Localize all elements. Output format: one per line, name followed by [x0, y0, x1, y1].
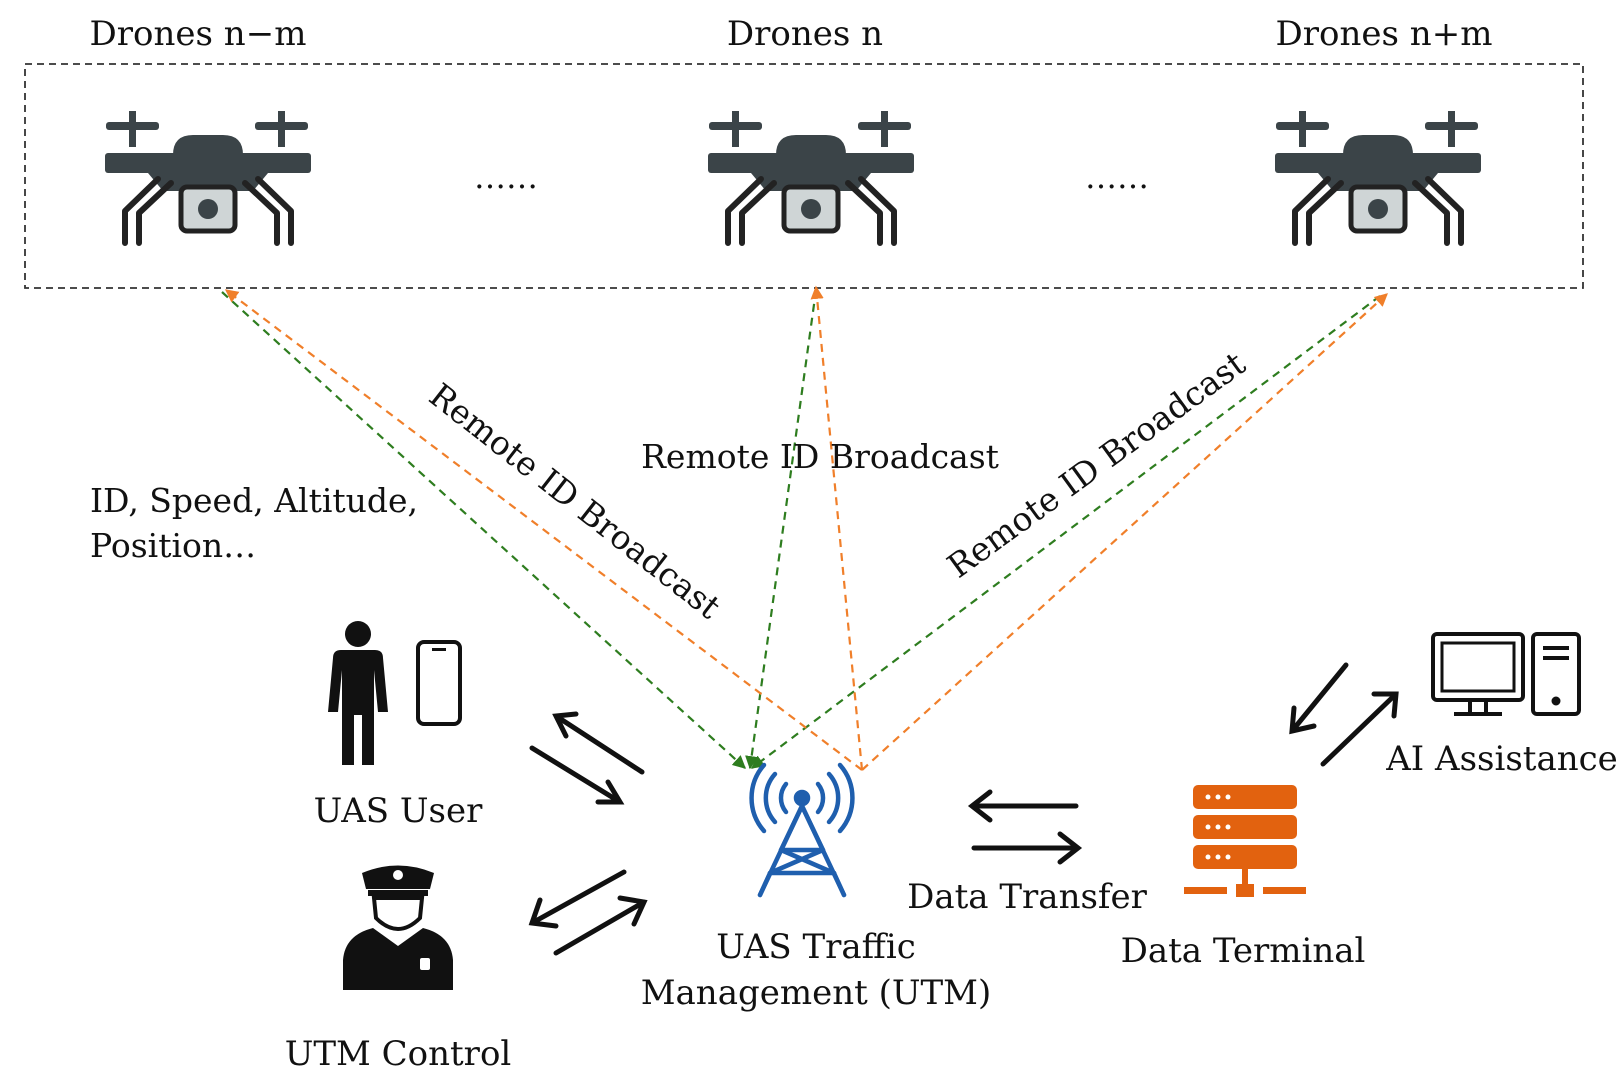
drone-swarm-box	[24, 63, 1584, 289]
broadcast-links	[221, 285, 1388, 771]
broadcast-label-left: Remote ID Broadcast	[422, 375, 728, 626]
ai-assistance-label: AI Assistance	[1385, 739, 1618, 779]
data-transfer-label: Data Transfer	[907, 877, 1148, 917]
green-link-center	[745, 289, 818, 770]
exchange-arrows-control	[528, 869, 648, 956]
payload-line-2: Position…	[90, 526, 256, 565]
utm-label-line-1: UAS Traffic	[716, 927, 916, 967]
drones-left-label: Drones n−m	[90, 14, 307, 54]
data-transfer-arrows	[967, 789, 1083, 865]
police-officer-icon	[343, 865, 453, 990]
antenna-tower-icon	[749, 762, 855, 898]
drone-icon	[105, 111, 311, 243]
green-link-left	[221, 291, 746, 769]
exchange-arrows-user	[529, 711, 645, 805]
server-icon	[1184, 785, 1306, 897]
smartphone-icon	[416, 640, 462, 726]
utm-control-label: UTM Control	[285, 1034, 512, 1074]
drones-right-label: Drones n+m	[1276, 14, 1493, 54]
utm-label-line-2: Management (UTM)	[641, 973, 992, 1013]
data-terminal-label: Data Terminal	[1121, 931, 1366, 971]
orange-link-left	[224, 289, 863, 771]
ai-exchange-arrows	[1289, 662, 1399, 767]
desktop-computer-icon	[1431, 632, 1581, 716]
payload-line-1: ID, Speed, Altitude,	[90, 481, 418, 520]
uas-user-label: UAS User	[314, 791, 483, 831]
person-icon	[328, 621, 388, 765]
drones-ellipsis-left: ……	[474, 158, 538, 196]
drone-icon	[708, 111, 914, 243]
drone-icon	[1275, 111, 1481, 243]
drones-ellipsis-right: ……	[1085, 158, 1149, 196]
broadcast-label-center: Remote ID Broadcast	[641, 437, 999, 476]
green-link-right	[750, 295, 1381, 769]
orange-link-right	[861, 293, 1388, 771]
orange-link-center	[810, 285, 864, 771]
drones-center-label: Drones n	[727, 14, 883, 54]
